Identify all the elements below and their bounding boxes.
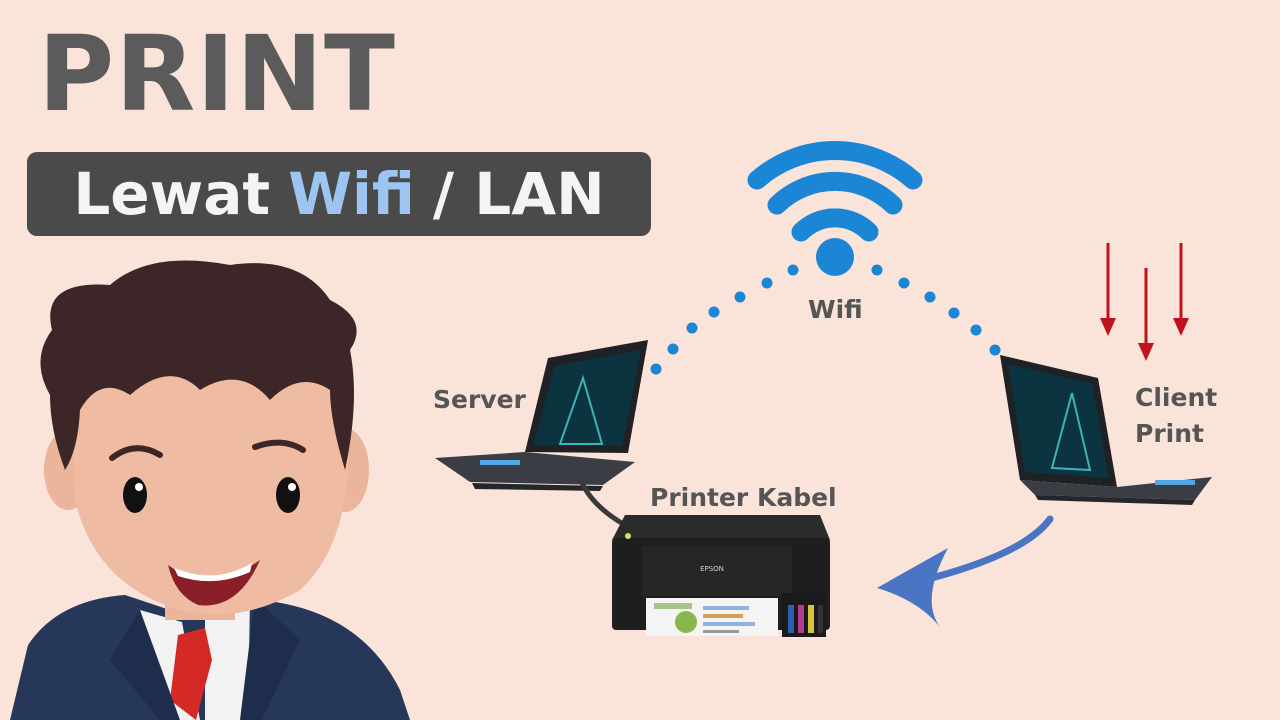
- subtitle-highlight: Wifi: [288, 160, 415, 228]
- client-label-line1: Client: [1135, 383, 1218, 412]
- printer: EPSON: [612, 515, 830, 637]
- client-label-line2: Print: [1135, 419, 1204, 449]
- subtitle-prefix: Lewat: [73, 160, 271, 228]
- server-label: Server: [433, 385, 526, 414]
- subtitle-suffix: / LAN: [432, 160, 605, 228]
- printer-brand: EPSON: [700, 565, 724, 573]
- client-print-label: Client Print: [1135, 380, 1217, 453]
- wifi-label: Wifi: [808, 295, 863, 324]
- client-laptop: [1000, 355, 1212, 505]
- wifi-dots-right: [871, 264, 1001, 356]
- red-down-arrows: [1100, 243, 1189, 361]
- wifi-dots-left: [650, 264, 799, 375]
- wifi-icon: [747, 141, 923, 276]
- businessman-avatar: [10, 260, 410, 720]
- server-laptop: [435, 340, 648, 491]
- printer-label: Printer Kabel: [650, 483, 837, 512]
- printer-cable: [577, 477, 627, 528]
- curved-blue-arrow: [877, 515, 1054, 627]
- page-title: PRINT: [38, 13, 396, 135]
- subtitle-banner: Lewat Wifi / LAN: [27, 152, 651, 236]
